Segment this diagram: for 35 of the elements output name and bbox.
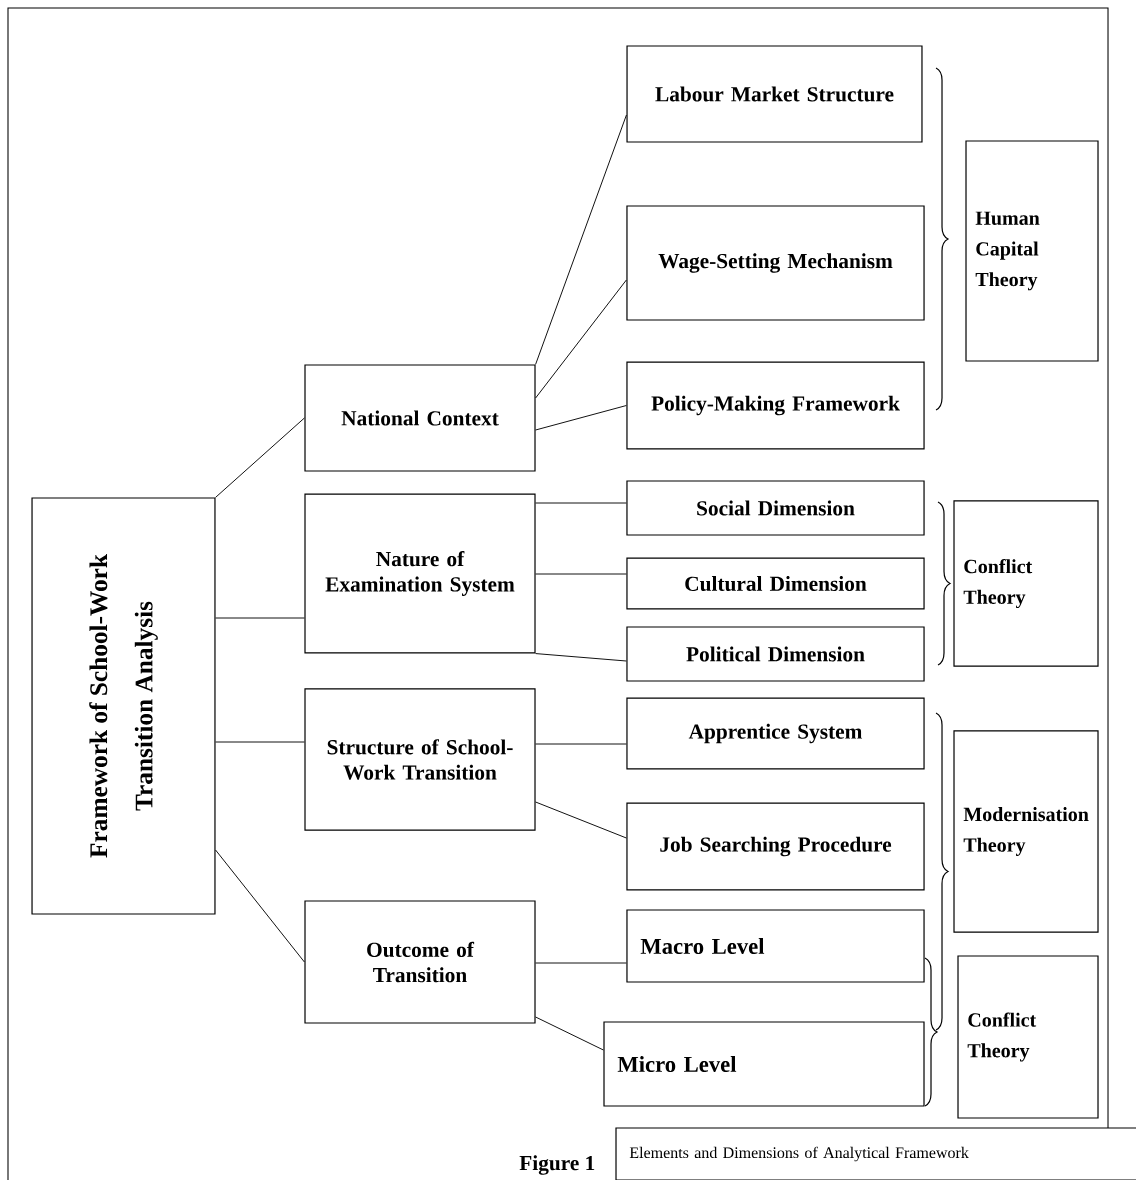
element-box: Outcome of Transition [304,900,536,1024]
dimension-box: Apprentice System [626,697,925,770]
connector-line [215,417,305,498]
theory-box: Human Capital Theory [965,140,1099,362]
dimension-box: Job Searching Procedure [626,802,925,891]
connector-line [535,653,627,662]
connector-line [535,573,627,575]
element-box: Nature of Examination System [304,493,536,654]
connector-line [535,405,627,431]
connector-line [535,502,627,504]
connector-line [535,114,627,365]
dimension-box: Wage-Setting Mechanism [626,205,925,321]
dimension-box: Policy-Making Framework [626,361,925,450]
figure-caption: Figure 1 [519,1155,595,1175]
caption-box: Elements and Dimensions of Analytical Framework [615,1127,1136,1180]
connector-line [215,617,305,619]
connector-line [535,1016,604,1051]
connector-line [535,279,627,399]
root-box: Framework of School-Work Transition Analysis [31,497,216,915]
connector-line [535,801,627,839]
element-box: National Context [304,364,536,472]
dimension-box: Cultural Dimension [626,557,925,610]
dimension-box: Social Dimension [626,480,925,536]
level-box: Micro Level [603,1021,925,1107]
element-box: Structure of School-Work Transition [304,688,536,831]
connector-line [535,743,627,745]
connector-line [215,741,305,743]
theory-box: Conflict Theory [953,500,1099,667]
dimension-box: Labour Market Structure [626,45,923,143]
theory-box: Conflict Theory [957,955,1099,1119]
theory-box: Modernisation Theory [953,730,1099,933]
level-box: Macro Level [626,909,925,983]
connector-line [215,849,305,963]
dimension-box: Political Dimension [626,626,925,682]
connector-line [535,962,627,964]
